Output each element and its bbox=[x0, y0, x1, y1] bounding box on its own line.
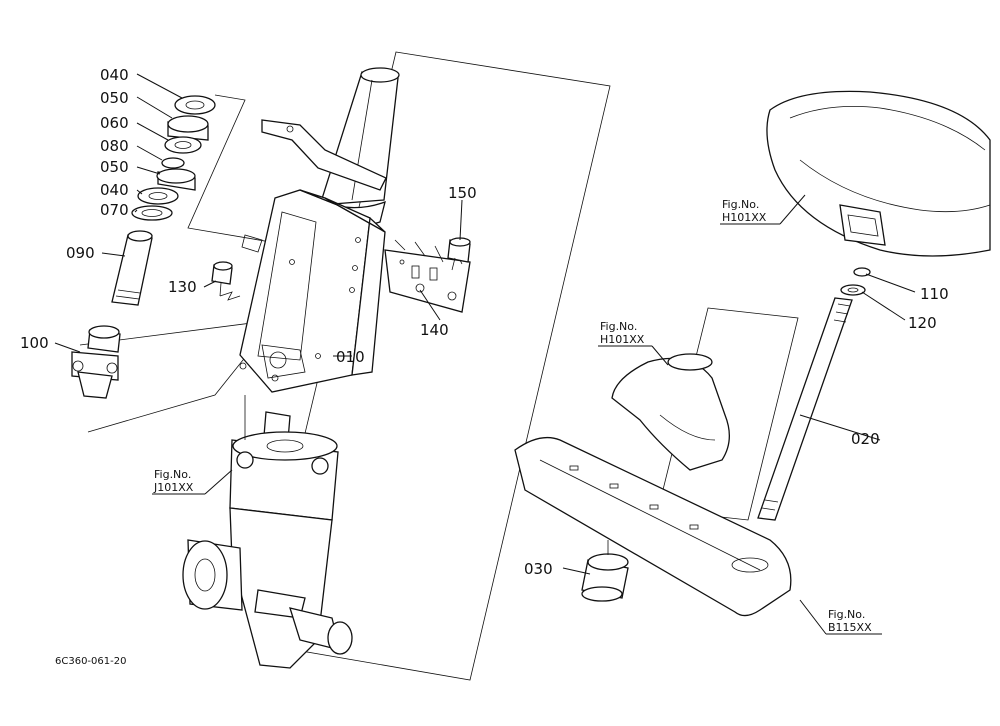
steering-gearbox bbox=[182, 395, 353, 669]
callout-150: 150 bbox=[448, 184, 477, 202]
spline-shaft bbox=[111, 230, 153, 306]
callout-040-upper: 040 bbox=[100, 66, 129, 84]
figref-lower-line1: Fig.No. bbox=[828, 608, 865, 621]
callout-130: 130 bbox=[168, 278, 197, 296]
callout-070: 070 bbox=[100, 201, 129, 219]
callout-040-lower: 040 bbox=[100, 181, 129, 199]
figref-dash-line2: H101XX bbox=[600, 333, 645, 346]
leader-lines bbox=[54, 73, 916, 575]
stopper-plate bbox=[384, 239, 471, 313]
figure-ref-leaders bbox=[152, 194, 882, 635]
boot-030 bbox=[581, 540, 629, 602]
callout-050-upper: 050 bbox=[100, 89, 129, 107]
steering-wheel bbox=[766, 90, 991, 257]
universal-joint bbox=[71, 325, 121, 399]
callout-110: 110 bbox=[920, 285, 949, 303]
steering-shaft bbox=[757, 267, 871, 521]
callout-020: 020 bbox=[851, 430, 880, 448]
callout-050-lower: 050 bbox=[100, 158, 129, 176]
callout-080: 080 bbox=[100, 137, 129, 155]
figref-wheel-line1: Fig.No. bbox=[722, 198, 759, 211]
figref-dash-line1: Fig.No. bbox=[600, 320, 637, 333]
column-bracket bbox=[239, 119, 387, 393]
bolt-150 bbox=[447, 237, 471, 271]
drawing-code: 6C360-061-20 bbox=[55, 656, 126, 667]
callout-090: 090 bbox=[66, 244, 95, 262]
bearing-stack bbox=[131, 95, 216, 221]
figref-wheel-line2: H101XX bbox=[722, 211, 767, 224]
callout-120: 120 bbox=[908, 314, 937, 332]
figref-gear-line2: J101XX bbox=[153, 481, 194, 494]
figref-lower-line2: B115XX bbox=[828, 621, 872, 634]
lower-cover bbox=[514, 436, 792, 617]
bearing-stack-outline bbox=[187, 94, 319, 251]
callout-060: 060 bbox=[100, 114, 129, 132]
callout-140: 140 bbox=[420, 321, 449, 339]
figref-gear-line1: Fig.No. bbox=[154, 468, 191, 481]
callout-030: 030 bbox=[524, 560, 553, 578]
callout-100: 100 bbox=[20, 334, 49, 352]
callout-010: 010 bbox=[336, 348, 365, 366]
dash-cover bbox=[611, 353, 730, 471]
bolt-130 bbox=[211, 261, 241, 301]
